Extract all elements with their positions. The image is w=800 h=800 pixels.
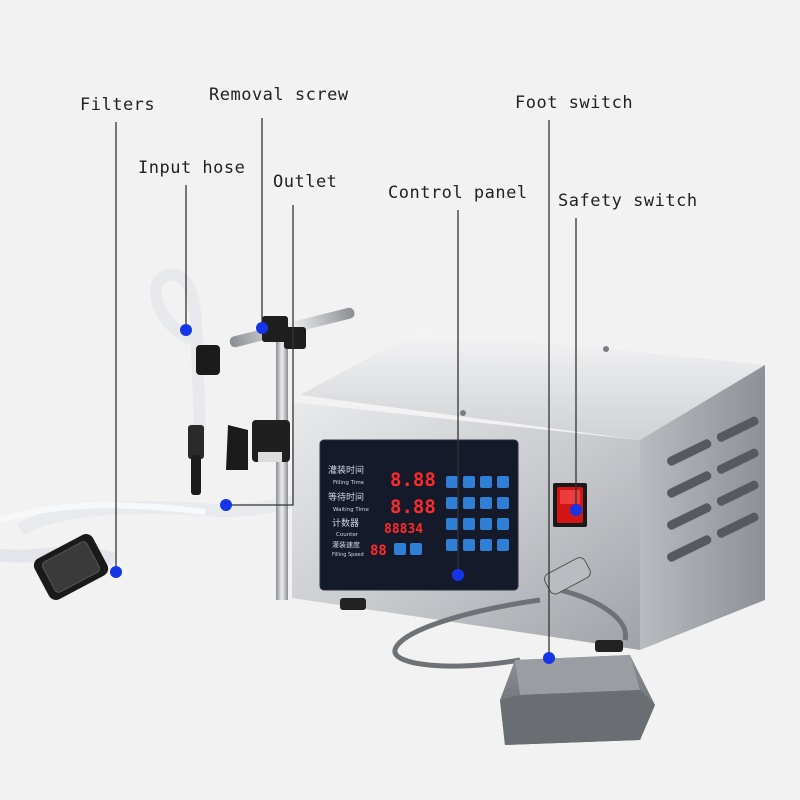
keypad-key [480, 518, 492, 530]
foot-switch [392, 557, 655, 745]
outlet-marker [220, 499, 232, 511]
label-control-panel: Control panel [388, 183, 528, 203]
keypad-key [463, 539, 475, 551]
keypad-key [446, 518, 458, 530]
outlet-leader-line [226, 205, 294, 506]
keypad-key [480, 476, 492, 488]
filling-speed-label-cn: 灌装速度 [332, 540, 360, 549]
keypad [394, 476, 509, 555]
filling-speed-label-en: Filling Speed [332, 552, 364, 558]
control-panel: 灌装时间 Filling Time 8.88 等待时间 Waiting Time… [319, 439, 519, 591]
keypad-key [463, 476, 475, 488]
safety-switch-marker [570, 504, 582, 516]
speed-display: 88 [370, 543, 387, 559]
keypad-key [497, 539, 509, 551]
filter [33, 534, 109, 600]
keypad-key [480, 539, 492, 551]
keypad-key [497, 497, 509, 509]
filling-time-label-cn: 灌装时间 [328, 464, 364, 476]
keypad-key [463, 518, 475, 530]
waiting-time-label-en: Waiting Time [333, 507, 369, 513]
stand [188, 307, 355, 600]
speed-key [394, 543, 406, 555]
keypad-key [497, 518, 509, 530]
waiting-time-label-cn: 等待时间 [328, 491, 364, 503]
label-removal-screw: Removal screw [209, 85, 349, 105]
keypad-key [497, 476, 509, 488]
safety-switch [553, 483, 587, 527]
label-foot-switch: Foot switch [515, 93, 633, 113]
filling-time-label-en: Filling Time [333, 480, 365, 486]
removal-screw-marker [256, 322, 268, 334]
keypad-key [480, 497, 492, 509]
input-hose-loop [149, 268, 206, 431]
filling-time-display: 8.88 [390, 469, 436, 491]
keypad-key [463, 497, 475, 509]
label-safety-switch: Safety switch [558, 191, 698, 211]
hose-highlight [0, 502, 206, 523]
control-panel-marker [452, 569, 464, 581]
waiting-time-display: 8.88 [390, 496, 436, 518]
leader-lines [115, 118, 577, 658]
keypad-key [446, 539, 458, 551]
label-input-hose: Input hose [138, 158, 245, 178]
counter-label-cn: 计数器 [332, 517, 359, 529]
markers [110, 322, 582, 664]
filters-marker [110, 566, 122, 578]
label-outlet: Outlet [273, 172, 337, 192]
keypad-key [446, 476, 458, 488]
input-hose-marker [180, 324, 192, 336]
counter-label-en: Counter [336, 532, 359, 538]
foot-switch-marker [543, 652, 555, 664]
speed-key [410, 543, 422, 555]
label-filters: Filters [80, 95, 155, 115]
keypad-key [446, 497, 458, 509]
counter-display: 88834 [384, 522, 423, 537]
